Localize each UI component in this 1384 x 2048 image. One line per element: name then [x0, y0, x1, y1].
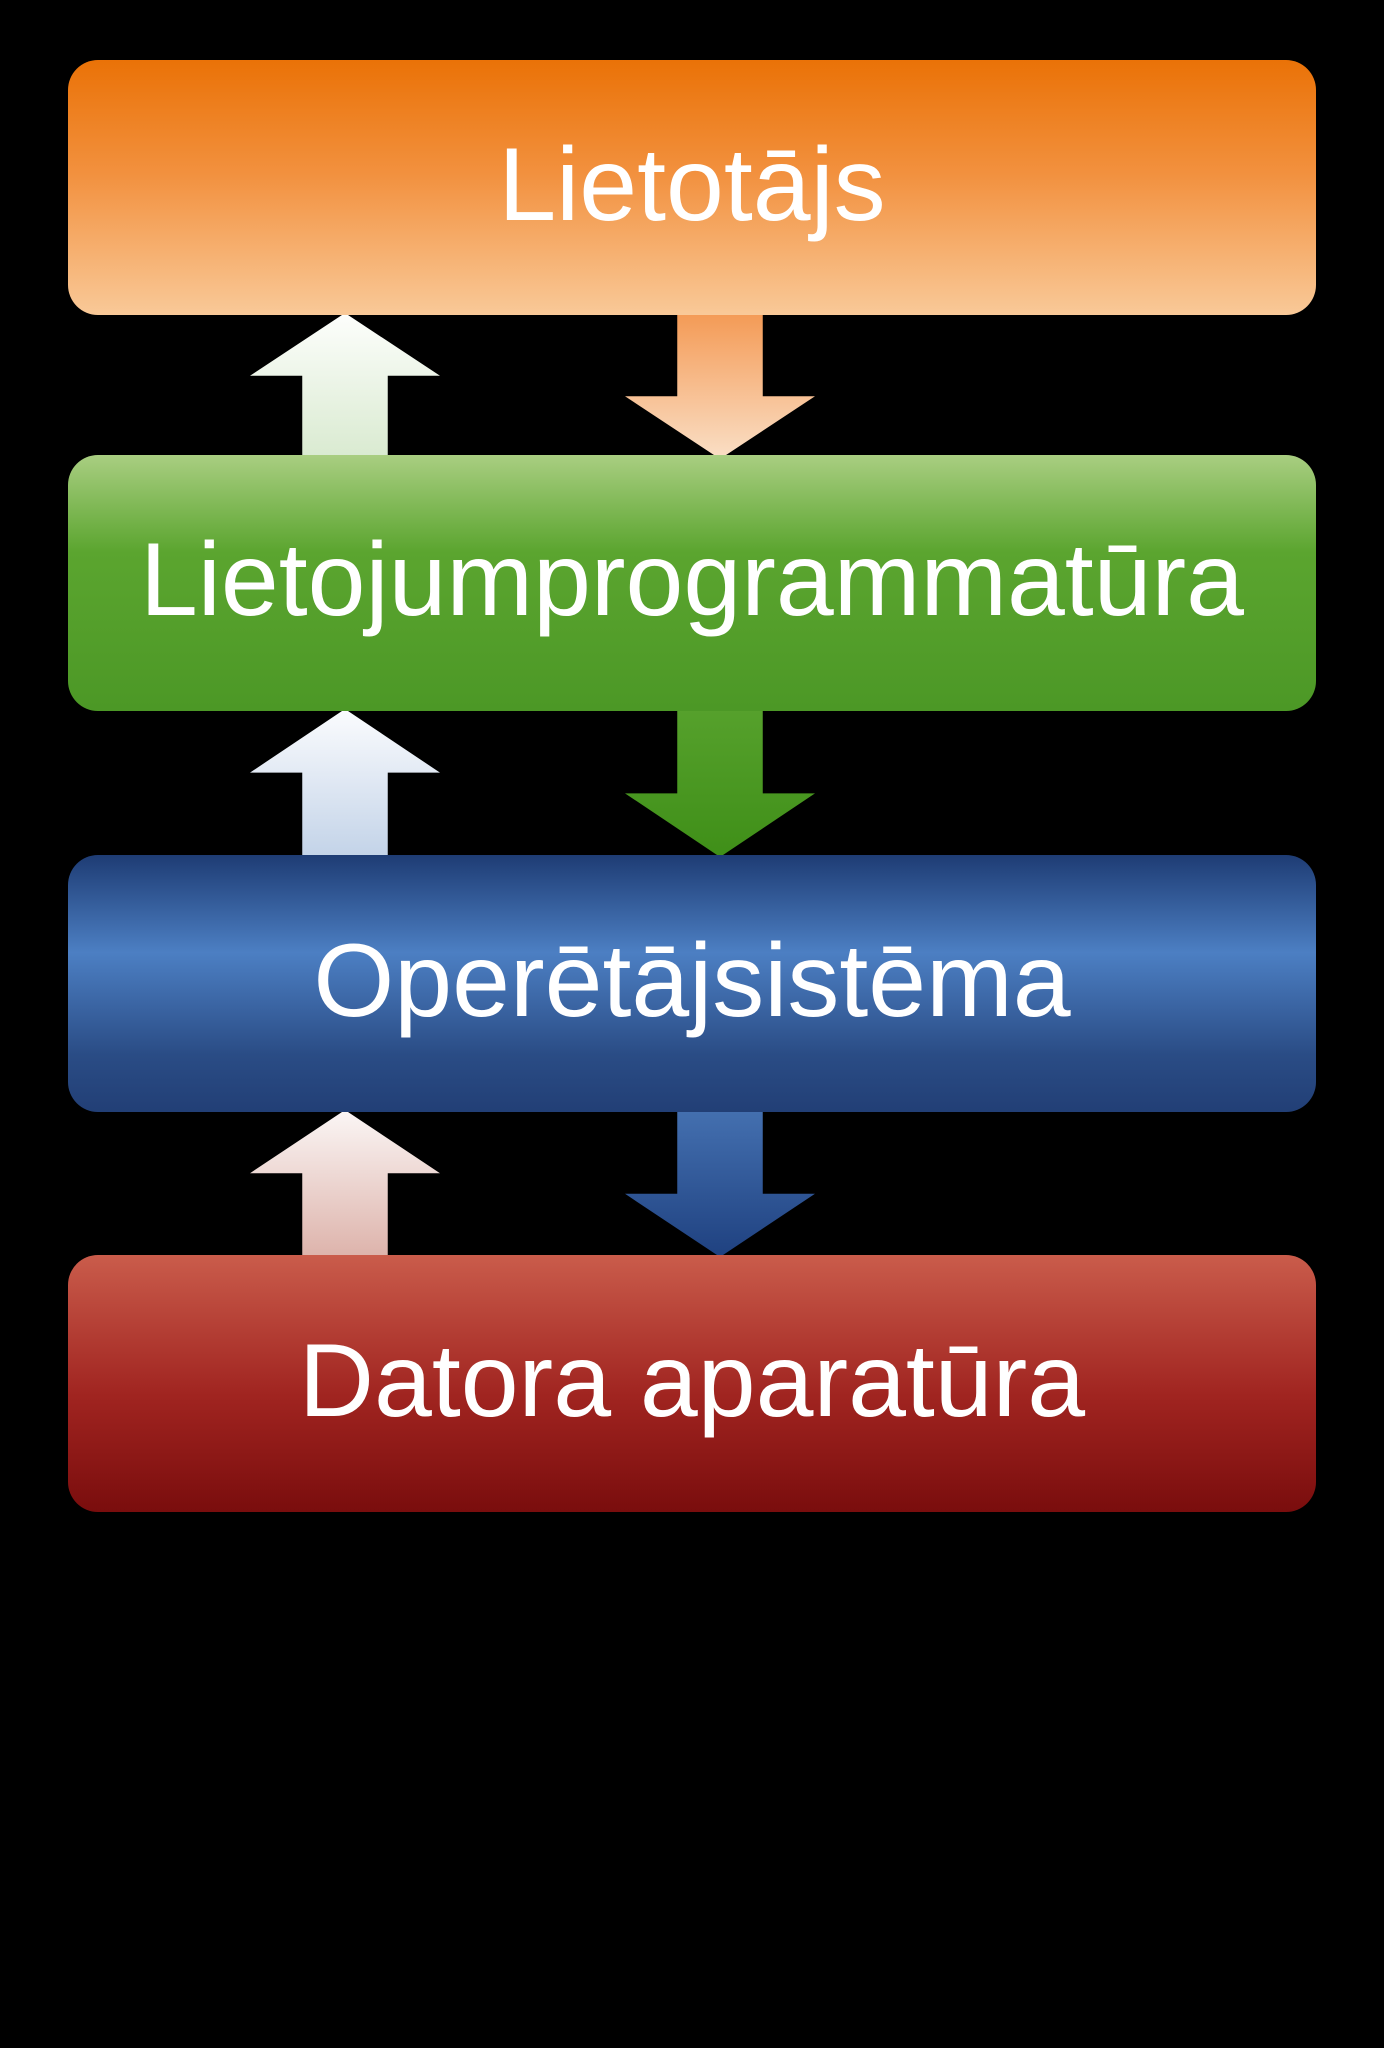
down-arrow-application-to-os [625, 709, 815, 857]
down-arrow-user-to-application [625, 313, 815, 459]
layer-box-hardware: Datora aparatūra [68, 1255, 1316, 1512]
layer-box-operating-system: Operētājsistēma [68, 855, 1316, 1112]
layer-label-user: Lietotājs [498, 126, 886, 243]
down-arrow-os-to-hardware [625, 1110, 815, 1257]
up-arrow-application-to-user [250, 313, 440, 459]
layer-box-user: Lietotājs [68, 60, 1316, 315]
layer-label-operating-system: Operētājsistēma [313, 922, 1071, 1039]
up-arrow-hardware-to-os [250, 1110, 440, 1257]
up-arrow-os-to-application [250, 709, 440, 857]
layer-box-application: Lietojumprogrammatūra [68, 455, 1316, 711]
layer-label-hardware: Datora aparatūra [298, 1322, 1086, 1439]
layer-label-application: Lietojumprogrammatūra [139, 522, 1245, 638]
